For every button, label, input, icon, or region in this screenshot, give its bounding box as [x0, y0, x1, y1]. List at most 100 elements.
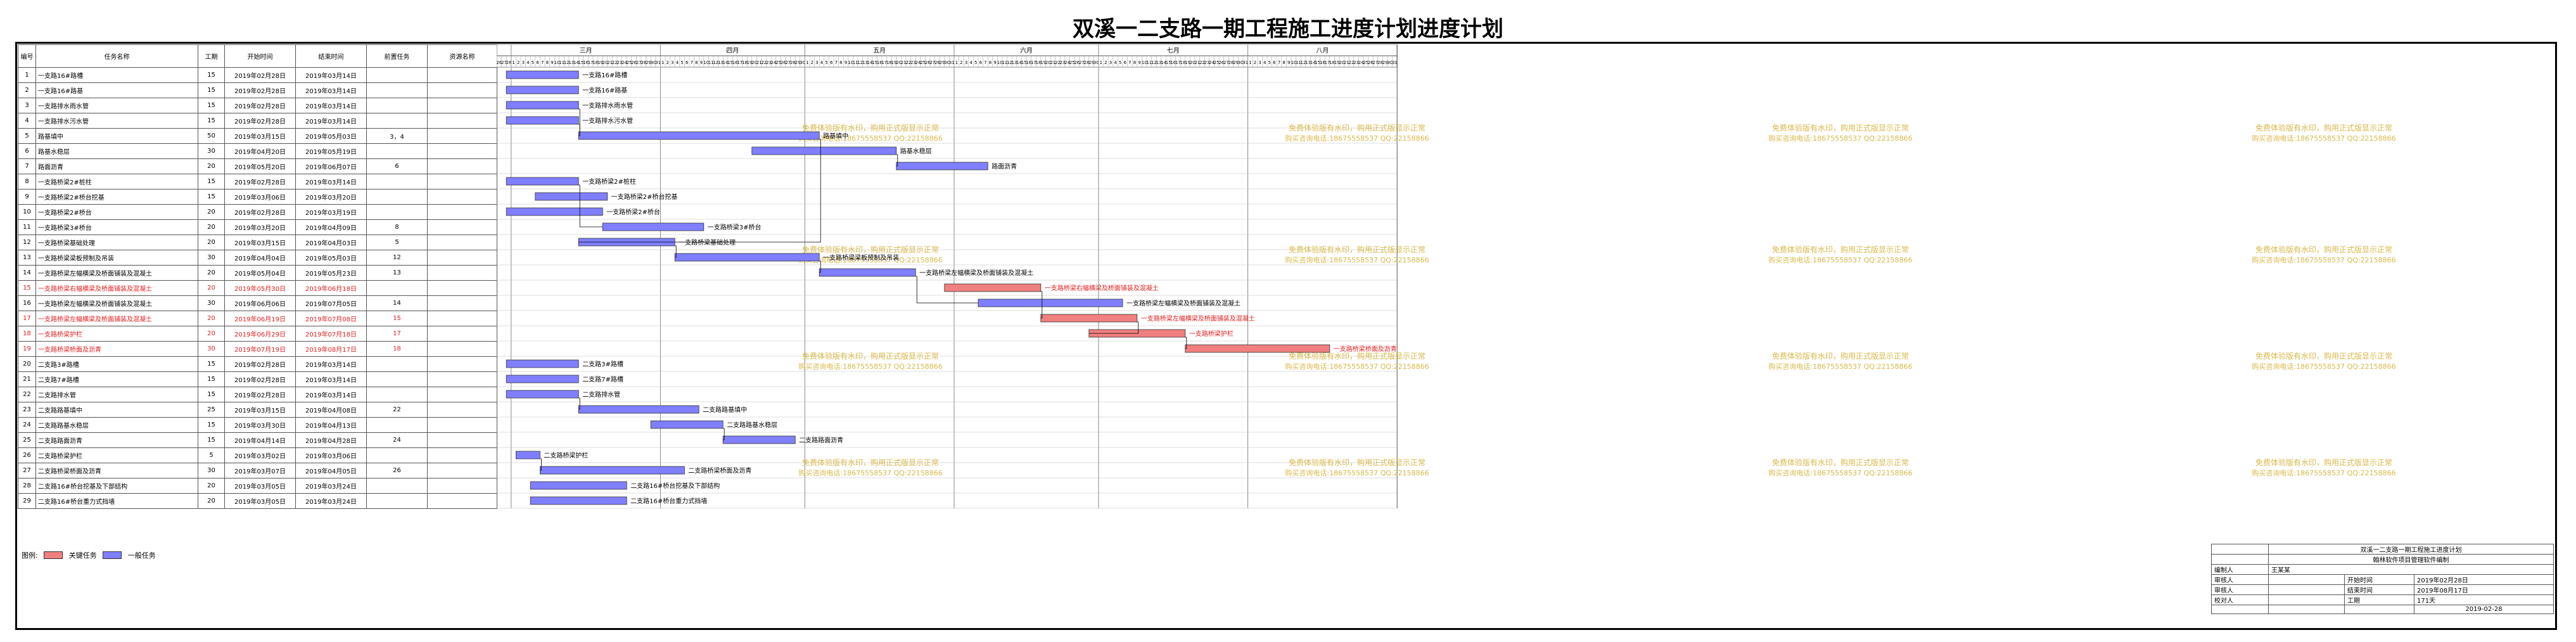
cell-duration: 30: [198, 463, 225, 478]
day-label: 24: [1358, 60, 1364, 65]
cell-name: 二支路3#路槽: [35, 356, 198, 372]
day-label: 28: [790, 60, 796, 65]
legend-critical-swatch: [44, 551, 63, 559]
task-bar: [506, 116, 579, 125]
day-label: 14: [1016, 60, 1022, 65]
cell-res: [427, 326, 497, 342]
legend-normal-swatch: [103, 551, 122, 559]
day-label: 7: [835, 60, 838, 65]
day-label: 28: [1377, 60, 1383, 65]
day-label: 25: [1214, 60, 1220, 65]
day-label: 1: [512, 60, 514, 65]
cell-end: 2019年04月03日: [295, 234, 367, 250]
day-label: 17: [588, 60, 594, 65]
day-label: 15: [1021, 60, 1027, 65]
col-duration: 工期: [198, 44, 225, 68]
cell-res: [427, 113, 497, 129]
cell-name: 一支路桥梁2#桥台挖基: [35, 189, 198, 205]
legend-normal: 一般任务: [127, 551, 156, 560]
day-label: 11: [1002, 60, 1007, 65]
dependency-link: [578, 139, 821, 243]
dependency-link: [896, 154, 898, 167]
day-label: 11: [853, 60, 858, 65]
cell-duration: 20: [198, 493, 225, 509]
day-label: 16: [1320, 60, 1325, 65]
cell-id: 28: [18, 478, 36, 494]
cell-start: 2019年03月15日: [224, 128, 296, 144]
cell-id: 4: [18, 113, 36, 129]
cell-name: 一支路桥梁基础处理: [35, 234, 198, 250]
info-r3v2: 结束时间: [2344, 584, 2414, 595]
cell-pred: [366, 113, 428, 129]
cell-pred: 3，4: [366, 128, 428, 144]
cell-duration: 25: [198, 402, 225, 418]
day-label: 17: [881, 60, 887, 65]
task-bar: [578, 405, 699, 414]
day-label: 5: [1119, 60, 1121, 65]
day-label: 7: [1128, 60, 1131, 65]
cell-duration: 15: [198, 356, 225, 372]
cell-res: [427, 295, 497, 311]
cell-end: 2019年03月14日: [295, 356, 367, 372]
dependency-link: [540, 458, 542, 471]
dependency-link: [723, 428, 725, 440]
day-label: 27: [1373, 60, 1379, 65]
day-label: 30: [1387, 60, 1393, 65]
day-label: 6: [830, 60, 833, 65]
day-label: 27: [501, 60, 507, 65]
cell-name: 一支路排水污水管: [35, 113, 198, 129]
day-label: 30: [1094, 60, 1099, 65]
cell-duration: 15: [198, 417, 225, 433]
cell-pred: [366, 447, 428, 463]
cell-start: 2019年06月06日: [224, 295, 296, 311]
day-label: 8: [1133, 60, 1136, 65]
cell-start: 2019年06月29日: [224, 326, 296, 342]
day-label: 22: [612, 60, 618, 65]
cell-start: 2019年02月28日: [224, 82, 296, 98]
day-label: 2: [960, 60, 962, 65]
day-label: 14: [573, 60, 579, 65]
day-label: 10: [997, 60, 1003, 65]
cell-id: 7: [18, 158, 36, 174]
day-label: 8: [1282, 60, 1285, 65]
task-bar-label: 一支路桥梁护栏: [1189, 330, 1234, 338]
task-bar: [819, 268, 916, 277]
cell-id: 15: [18, 280, 36, 296]
cell-end: 2019年03月14日: [295, 113, 367, 129]
day-label: 22: [1349, 60, 1355, 65]
month-label: 六月: [1020, 47, 1033, 55]
cell-end: 2019年03月24日: [295, 478, 367, 494]
info-r1v: 王某某: [2267, 564, 2554, 575]
day-label: 23: [1353, 60, 1359, 65]
day-label: 26: [631, 60, 637, 65]
cell-start: 2019年03月15日: [224, 402, 296, 418]
task-bar-label: 二支路路面沥青: [799, 436, 843, 444]
cell-pred: [366, 204, 428, 220]
cell-res: [427, 158, 497, 174]
day-label: 28: [641, 60, 646, 65]
day-label: 10: [554, 60, 560, 65]
day-label: 5: [532, 60, 534, 65]
watermark-line2: 购买咨询电话:18675558537 QQ:22158866: [1768, 134, 1912, 143]
cell-duration: 20: [198, 158, 225, 174]
task-bar-label: 一支路桥梁基础处理: [679, 238, 736, 247]
cell-name: 二支路路基水稳层: [35, 417, 198, 433]
day-label: 30: [651, 60, 656, 65]
day-label: 5: [1268, 60, 1271, 65]
task-bar-label: 一支路桥梁桥面及沥青: [1334, 345, 1397, 353]
day-label: 23: [616, 60, 622, 65]
cell-res: [427, 265, 497, 281]
watermark-line2: 购买咨询电话:18675558537 QQ:22158866: [2252, 362, 2395, 371]
day-label: 9: [1287, 60, 1290, 65]
cell-id: 22: [18, 387, 36, 402]
day-label: 26: [925, 60, 931, 65]
info-date: 2019-02-28: [2413, 605, 2554, 614]
